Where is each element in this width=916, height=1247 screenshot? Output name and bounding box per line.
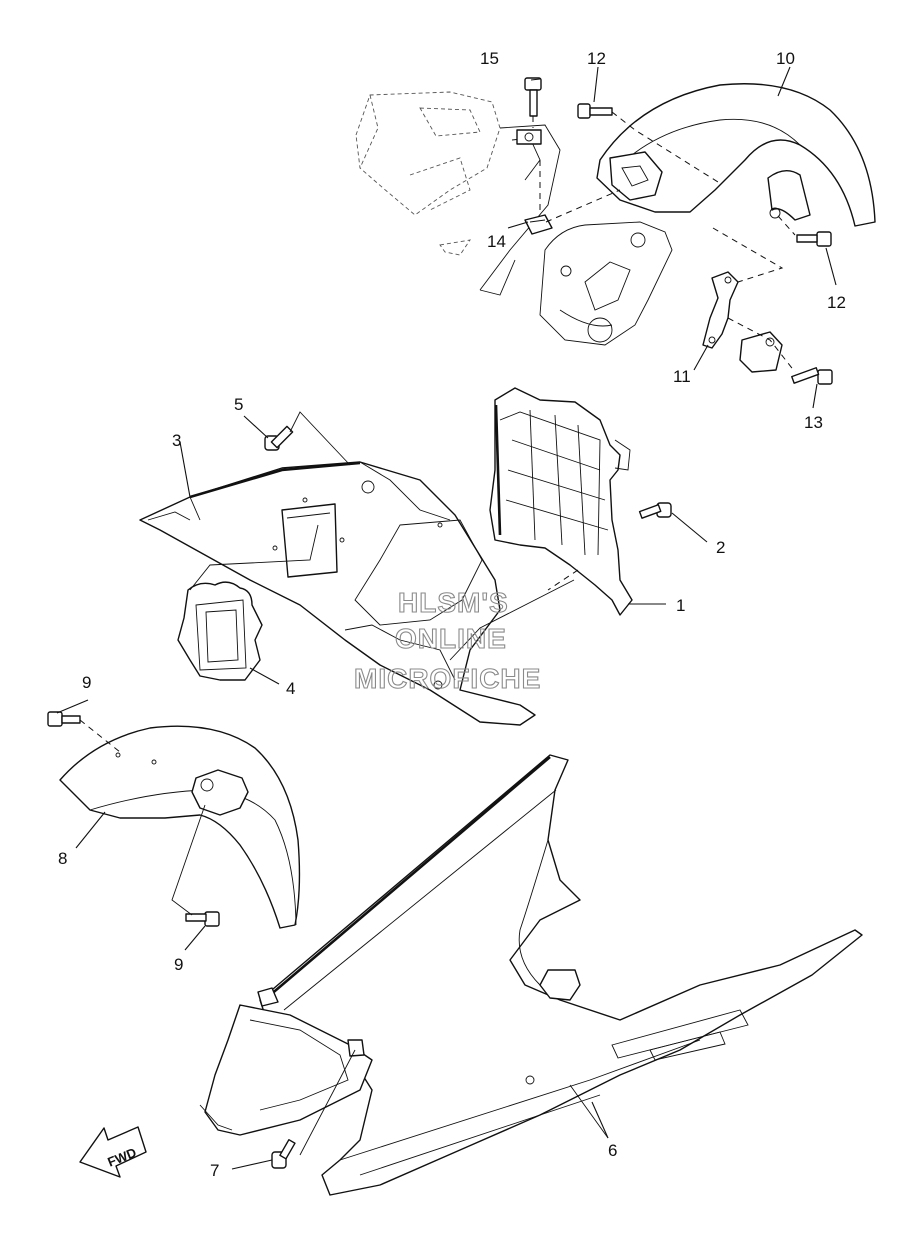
emblem-part-4 <box>177 581 263 681</box>
front-fender-part-8 <box>59 725 301 929</box>
callout-leaders <box>56 66 837 1170</box>
lower-cover-part-6 <box>259 754 863 1196</box>
rear-fender-part-10 <box>596 83 876 227</box>
clamp-part-13-body <box>739 331 783 373</box>
callout-1: 1 <box>676 596 685 615</box>
fwd-direction-arrow: FWD <box>79 1126 147 1178</box>
fasteners-middle <box>264 425 672 519</box>
callout-15: 15 <box>480 49 499 68</box>
bolt-12-lower-icon <box>796 231 832 247</box>
watermark-line-2: ONLINE <box>395 623 507 654</box>
assembly-lines-left <box>79 719 206 916</box>
callout-14: 14 <box>487 232 506 251</box>
callout-3: 3 <box>172 431 181 450</box>
assembly-lines-middle <box>189 411 579 661</box>
callout-10: 10 <box>776 49 795 68</box>
bolt-15-icon <box>524 77 542 117</box>
assembly-lines-top <box>532 111 796 373</box>
bolt-13-icon <box>791 367 833 385</box>
callout-2: 2 <box>716 538 725 557</box>
assembly-lines-bottom <box>299 1049 609 1156</box>
callout-8: 8 <box>58 849 67 868</box>
bolt-7-icon <box>271 1139 296 1169</box>
fasteners-left <box>47 711 296 1169</box>
screw-5-icon <box>264 425 294 451</box>
cover-plate-inset <box>281 503 338 578</box>
nut-14-icon <box>524 214 553 235</box>
fasteners-top <box>516 77 833 385</box>
bolt-9-lower-icon <box>185 911 220 927</box>
watermark: HLSM'S ONLINE MICROFICHE <box>353 586 541 694</box>
side-cover-part-3 <box>139 461 536 726</box>
watermark-line-3: MICROFICHE <box>354 663 541 694</box>
callout-7: 7 <box>210 1161 219 1180</box>
frame-section-phantom <box>355 91 561 296</box>
frame-nut-icon <box>516 129 542 145</box>
callout-9-upper: 9 <box>82 673 91 692</box>
callout-5: 5 <box>234 395 243 414</box>
callout-numbers: 15 12 10 14 12 11 13 5 3 2 1 4 9 8 9 7 6 <box>58 49 846 1180</box>
callout-6: 6 <box>608 1141 617 1160</box>
callout-13: 13 <box>804 413 823 432</box>
callout-4: 4 <box>286 679 295 698</box>
watermark-line-1: HLSM'S <box>398 587 509 618</box>
inner-bracket-part-1 <box>489 387 633 616</box>
bolt-9-upper-icon <box>47 711 81 727</box>
lower-cover-left-end <box>199 987 373 1136</box>
callout-9-lower: 9 <box>174 955 183 974</box>
callout-12-upper: 12 <box>587 49 606 68</box>
rear-swingarm-hub-phantom <box>539 221 673 346</box>
callout-11: 11 <box>673 367 691 386</box>
callout-12-lower: 12 <box>827 293 846 312</box>
screw-2-icon <box>638 502 672 519</box>
bolt-12-upper-icon <box>577 103 613 119</box>
bracket-part-11 <box>702 271 739 349</box>
